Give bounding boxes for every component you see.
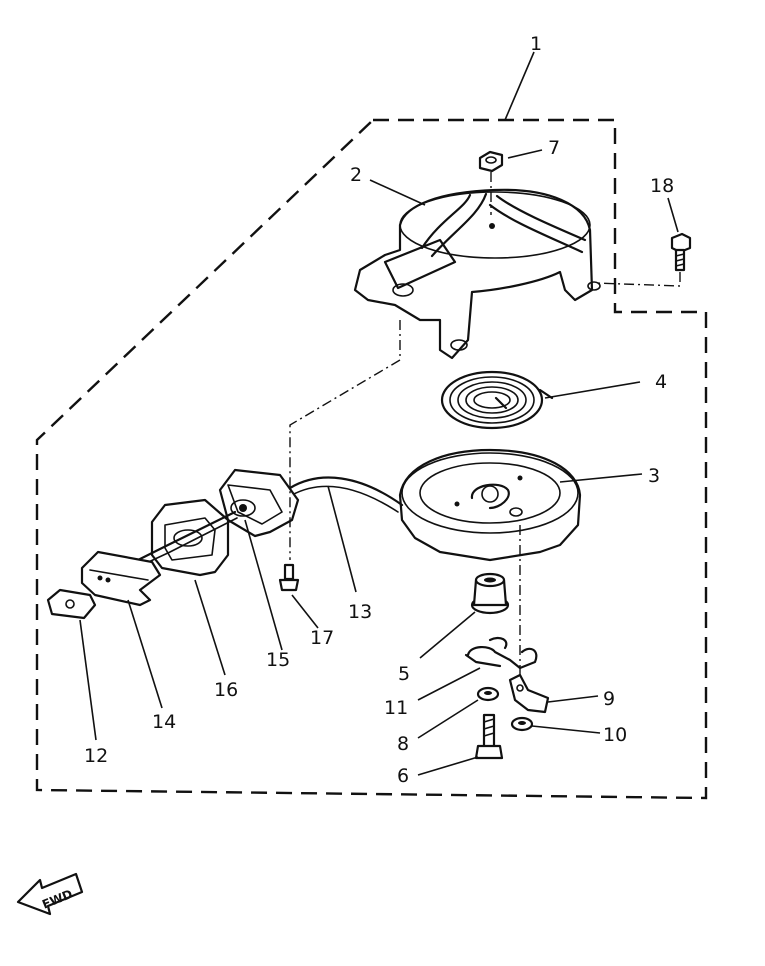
fwd-arrow-icon: FWD — [16, 872, 84, 916]
spring-clip-11 — [464, 636, 538, 670]
bolt-18 — [670, 232, 692, 272]
callout-4: 4 — [655, 371, 667, 393]
callout-8: 8 — [397, 733, 409, 755]
callout-3: 3 — [648, 465, 660, 487]
starter-handle-14 — [80, 550, 162, 607]
callout-11: 11 — [384, 697, 408, 719]
rope-guide-15 — [218, 468, 300, 538]
callout-9: 9 — [603, 688, 615, 710]
callout-5: 5 — [398, 663, 410, 685]
washer-10 — [510, 716, 534, 732]
callout-17: 17 — [310, 627, 334, 649]
callout-6: 6 — [397, 765, 409, 787]
bushing-5 — [470, 572, 510, 615]
seal-16 — [150, 498, 230, 577]
callout-15: 15 — [266, 649, 290, 671]
starter-rope — [288, 476, 404, 507]
screw-17 — [278, 563, 300, 592]
starter-case — [353, 188, 601, 360]
callout-16: 16 — [214, 679, 238, 701]
clip-12 — [46, 588, 97, 620]
callout-14: 14 — [152, 711, 176, 733]
callout-1: 1 — [530, 33, 542, 55]
pawl-9 — [508, 673, 550, 714]
bolt-6 — [474, 713, 504, 760]
recoil-spring-4 — [440, 370, 554, 430]
callout-12: 12 — [84, 745, 108, 767]
rope-pulley-3 — [398, 448, 582, 562]
callout-13: 13 — [348, 601, 372, 623]
callout-18: 18 — [650, 175, 674, 197]
nut-7 — [478, 150, 504, 173]
callout-2: 2 — [350, 164, 362, 186]
washer-8 — [476, 686, 500, 702]
callout-10: 10 — [603, 724, 627, 746]
callout-7: 7 — [548, 137, 560, 159]
